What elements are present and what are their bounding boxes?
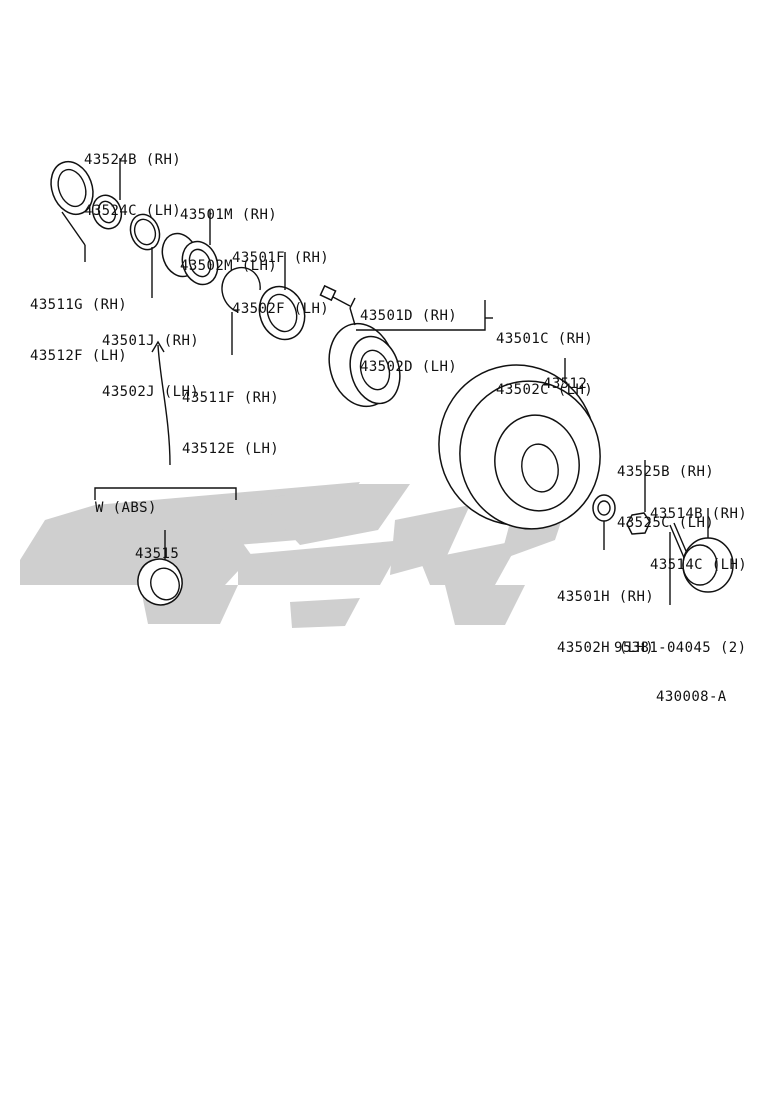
label-line: 43514B (RH) xyxy=(650,506,748,522)
label-line: 43511F (RH) xyxy=(182,390,280,406)
label-line: 43502C (LH) xyxy=(496,382,594,398)
label-line: 43502M (LH) xyxy=(180,258,278,274)
label-line: 43512E (LH) xyxy=(182,441,280,457)
label-line: 95381-04045 (2) xyxy=(614,640,747,656)
label-43501d: 43501D (RH) 43502D (LH) xyxy=(360,274,457,393)
label-43525: 43525B (RH) 43525C (LH) xyxy=(617,430,714,549)
label-line: 43514C (LH) xyxy=(650,557,748,573)
bearing-race-43501j-part xyxy=(129,213,161,251)
label-43511g: 43511G (RH) 43512F (LH) xyxy=(30,263,127,382)
label-95381: 95381-04045 (2) xyxy=(614,606,746,674)
label-43524: 43524B (RH) 43524C (LH) xyxy=(84,118,181,237)
label-line: 43501F (RH) xyxy=(232,250,330,266)
label-line: 43501M (RH) xyxy=(180,207,278,223)
abs-rotor-43515-part xyxy=(137,558,183,606)
front-hub-part xyxy=(328,322,401,408)
hub-bolt-43501d-part xyxy=(319,284,351,307)
label-line: 43501H (RH) xyxy=(557,589,655,605)
label-43514: 43514B (RH) 43514C (LH) xyxy=(650,472,747,591)
label-43501m: 43501M (RH) 43502M (LH) xyxy=(180,173,277,292)
label-line: 43502H (LH) xyxy=(557,640,655,656)
label-line: 43515 xyxy=(135,546,180,562)
label-line: 43502F (LH) xyxy=(232,301,330,317)
bearing-43501h-part xyxy=(592,494,616,522)
label-line: 43502D (LH) xyxy=(360,359,458,375)
label-43515: 43515 xyxy=(135,512,179,580)
nut-lock-43525-part xyxy=(626,512,651,535)
label-line: 43501J (RH) xyxy=(102,333,200,349)
label-43512: 43512 xyxy=(543,342,587,410)
label-line: 430008-A xyxy=(656,689,727,705)
brake-disc-43512-part xyxy=(438,364,601,530)
label-43501j: 43501J (RH) 43502J (LH) xyxy=(102,299,199,418)
snap-ring-43511f-part xyxy=(221,266,261,313)
label-line: 43501C (RH) xyxy=(496,331,594,347)
label-line: 43502J (LH) xyxy=(102,384,200,400)
label-line: 43524B (RH) xyxy=(84,152,182,168)
bearing-43501m-part xyxy=(161,232,219,286)
label-line: W (ABS) xyxy=(95,500,157,516)
label-43501h: 43501H (RH) 43502H (LH) xyxy=(557,555,654,674)
label-line: 43524C (LH) xyxy=(84,203,182,219)
diagram-reference-code: 430008-A xyxy=(656,655,727,723)
label-line: 43501D (RH) xyxy=(360,308,458,324)
oil-seal-43524-part xyxy=(50,160,123,230)
label-line: 43512 xyxy=(543,376,588,392)
leader-lines xyxy=(61,158,709,605)
label-line: 43525C (LH) xyxy=(617,515,715,531)
label-line: 43511G (RH) xyxy=(30,297,128,313)
label-line: 43512F (LH) xyxy=(30,348,128,364)
label-43511f: 43511F (RH) 43512E (LH) xyxy=(182,356,279,475)
bearing-43501f-part xyxy=(258,285,306,341)
label-43501c: 43501C (RH) 43502C (LH) xyxy=(496,297,593,416)
label-43501f: 43501F (RH) 43502F (LH) xyxy=(232,216,329,335)
label-w-abs: W (ABS) xyxy=(95,466,157,534)
label-line: 43525B (RH) xyxy=(617,464,715,480)
